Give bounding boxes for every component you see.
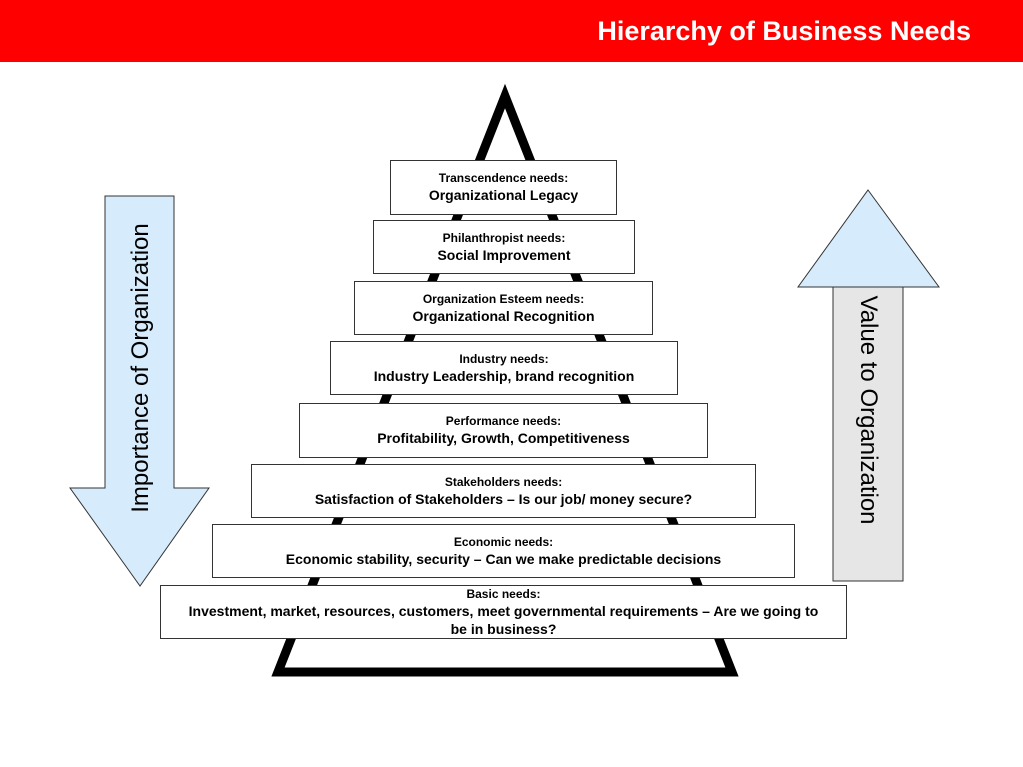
level-label: Economic needs:	[453, 534, 554, 549]
value-label: Value to Organization	[855, 295, 882, 525]
level-value: Investment, market, resources, customers…	[188, 602, 819, 637]
level-value: Social Improvement	[437, 246, 571, 263]
title-bar: Hierarchy of Business Needs	[0, 0, 1023, 62]
level-economic: Economic needs: Economic stability, secu…	[212, 524, 795, 578]
level-label: Stakeholders needs:	[444, 474, 563, 489]
importance-label: Importance of Organization	[127, 223, 154, 513]
up-arrow-shaft-icon	[832, 286, 904, 582]
page-title: Hierarchy of Business Needs	[597, 16, 971, 46]
up-arrow-head-icon	[797, 189, 940, 288]
level-value: Economic stability, security – Can we ma…	[285, 550, 722, 567]
level-stakeholders: Stakeholders needs: Satisfaction of Stak…	[251, 464, 756, 518]
level-transcendence: Transcendence needs: Organizational Lega…	[390, 160, 617, 215]
level-label: Philanthropist needs:	[442, 230, 566, 245]
level-label: Performance needs:	[445, 414, 562, 428]
level-philanthropist: Philanthropist needs: Social Improvement	[373, 220, 635, 274]
level-value: Industry Leadership, brand recognition	[373, 367, 635, 384]
level-label: Industry needs:	[459, 351, 549, 366]
level-industry: Industry needs: Industry Leadership, bra…	[330, 341, 678, 395]
level-value: Organizational Recognition	[412, 307, 595, 324]
level-basic: Basic needs: Investment, market, resourc…	[160, 585, 847, 639]
level-performance: Performance needs: Profitability, Growth…	[299, 403, 708, 458]
level-value: Profitability, Growth, Competitiveness	[377, 430, 630, 446]
level-value: Organizational Legacy	[428, 187, 579, 203]
level-label: Organization Esteem needs:	[422, 291, 585, 306]
level-label: Transcendence needs:	[438, 171, 569, 185]
level-organization-esteem: Organization Esteem needs: Organizationa…	[354, 281, 653, 335]
level-label: Basic needs:	[466, 586, 541, 601]
down-arrow-icon	[69, 195, 210, 587]
level-value: Satisfaction of Stakeholders – Is our jo…	[314, 490, 693, 507]
